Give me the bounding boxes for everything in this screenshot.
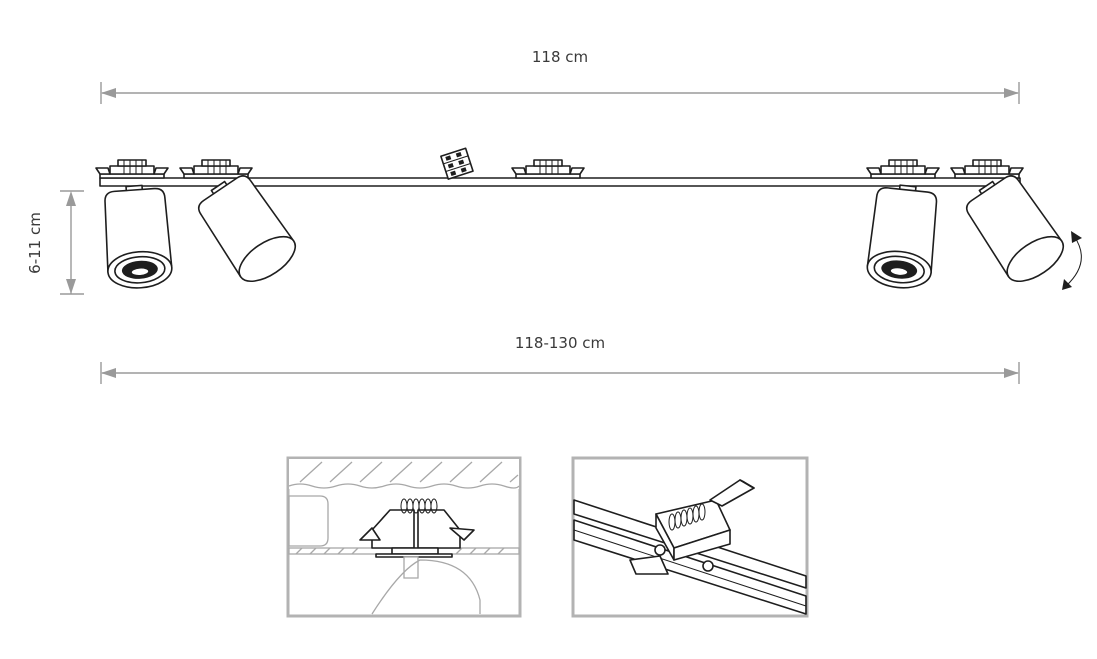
spring-clip-icon (359, 498, 475, 558)
clip-1 (95, 159, 169, 179)
clip-3 (511, 159, 585, 179)
width-label-top: 118 cm (532, 48, 588, 66)
clip-4 (866, 159, 940, 179)
width-dimension-bottom: 118-130 cm (100, 334, 1020, 384)
height-label: 6-11 cm (26, 212, 44, 274)
bar-clip (629, 479, 755, 575)
detail-panel-bar-clip (571, 456, 809, 618)
spotlight-1 (101, 182, 174, 291)
height-dimension: 6-11 cm (26, 190, 84, 295)
terminal-block-icon (440, 147, 474, 180)
spotlight-3 (864, 181, 941, 292)
detail-panel-ceiling (286, 456, 522, 618)
width-dimension-top: 118 cm (100, 48, 1020, 104)
width-label-bottom: 118-130 cm (515, 334, 605, 352)
curved-double-arrow-icon (1062, 231, 1082, 290)
